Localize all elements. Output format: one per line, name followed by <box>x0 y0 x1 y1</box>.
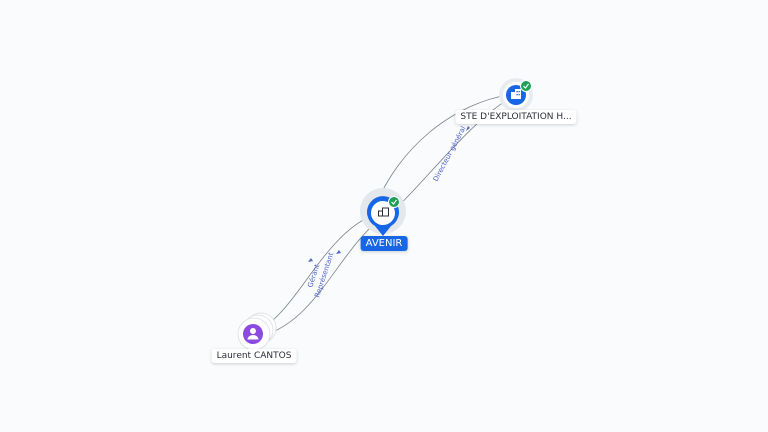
verified-check-icon <box>520 80 532 92</box>
edge-arrow-marker <box>308 258 313 262</box>
building-icon <box>511 89 521 99</box>
verified-check-icon <box>388 196 400 208</box>
person-icon <box>247 328 259 340</box>
edge-person-center-2[interactable] <box>261 215 385 337</box>
edge-arrow-marker <box>466 126 470 131</box>
node-company[interactable] <box>499 78 533 112</box>
edge-center-company-1[interactable] <box>375 93 515 206</box>
node-center[interactable] <box>360 188 406 236</box>
node-label-center[interactable]: AVENIR <box>360 236 408 251</box>
node-label-person[interactable]: Laurent CANTOS <box>211 349 297 363</box>
node-label-company[interactable]: STE D'EXPLOITATION H... <box>455 110 577 124</box>
building-icon <box>378 207 389 217</box>
edge-label-directeur-general: Directeur général <box>432 125 468 183</box>
node-person[interactable] <box>237 312 277 351</box>
edge-arrow-marker <box>336 250 341 254</box>
